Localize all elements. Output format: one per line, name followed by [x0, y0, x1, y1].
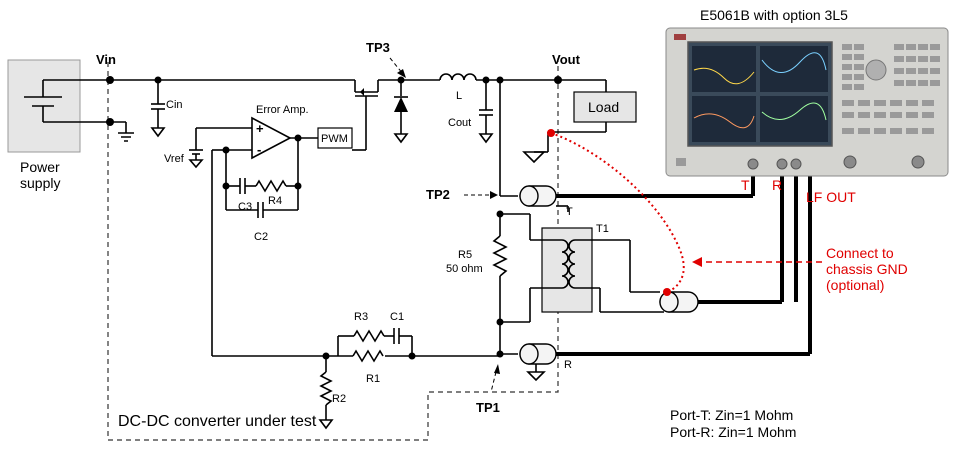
coax-connector-t [519, 185, 753, 212]
power-supply [7, 59, 81, 153]
dut-label: DC-DC converter under test [118, 413, 317, 430]
r5-label: R5 [458, 249, 472, 261]
mosfet-switch [352, 79, 440, 151]
tp1-label: TP1 [476, 400, 500, 415]
c1-label: C1 [390, 311, 404, 323]
r1-label: R1 [366, 373, 380, 385]
cin-capacitor [150, 80, 166, 138]
feedback-network [212, 328, 500, 363]
chassis-gnd-wire [550, 132, 685, 293]
compensation-network [226, 138, 299, 218]
pwm-box [317, 127, 353, 149]
minus-sign: - [257, 142, 261, 157]
load-label: Load [588, 99, 619, 115]
coax-t-label: T [566, 206, 573, 218]
transformer-t1 [500, 214, 664, 323]
cout-capacitor [478, 80, 494, 144]
r3-label: R3 [354, 311, 368, 323]
power-supply-label-1: Power [20, 159, 60, 175]
inductor-label: L [456, 90, 462, 102]
pwm-label: PWM [321, 133, 348, 145]
inductor-l [439, 73, 606, 81]
cout-label: Cout [448, 117, 471, 129]
c2-label: C2 [254, 231, 268, 243]
instrument-port-r-label: R [772, 177, 782, 193]
lf-out-label: LF OUT [806, 189, 856, 205]
cin-label: Cin [166, 99, 183, 111]
power-supply-label-2: supply [20, 175, 60, 191]
chassis-gnd-label-1: Connect to [826, 245, 894, 261]
port-r-zin-label: Port-R: Zin=1 Mohm [670, 424, 796, 440]
tp2-label: TP2 [426, 187, 450, 202]
resistor-r2 [318, 356, 334, 430]
dut-boundary [107, 58, 559, 441]
coax-connector-r [519, 343, 557, 382]
freewheel-diode [393, 80, 409, 144]
vin-node [106, 76, 114, 84]
instrument-label: E5061B with option 3L5 [700, 7, 848, 23]
resistor-r5 [492, 235, 508, 354]
e5061b-instrument [665, 27, 949, 177]
tp3-label: TP3 [366, 40, 390, 55]
r4-label: R4 [268, 195, 282, 207]
instrument-port-t-label: T [741, 177, 750, 193]
ground-symbol-load [522, 151, 546, 164]
vref-label: Vref [164, 153, 185, 165]
t1-label: T1 [596, 223, 609, 235]
load-box [573, 91, 637, 123]
chassis-gnd-label-3: (optional) [826, 277, 884, 293]
chassis-gnd-label-2: chassis GND [826, 261, 908, 277]
c3-label: C3 [238, 201, 252, 213]
coax-r-label: R [564, 359, 572, 371]
r2-label: R2 [332, 393, 346, 405]
plus-sign: + [256, 121, 264, 136]
port-t-zin-label: Port-T: Zin=1 Mohm [670, 407, 793, 423]
ground-symbol-supply [118, 122, 134, 142]
r5-value-label: 50 ohm [446, 263, 483, 275]
vout-label: Vout [552, 52, 581, 67]
error-amplifier [188, 116, 318, 356]
error-amp-label: Error Amp. [256, 104, 309, 116]
vin-label: Vin [96, 52, 116, 67]
